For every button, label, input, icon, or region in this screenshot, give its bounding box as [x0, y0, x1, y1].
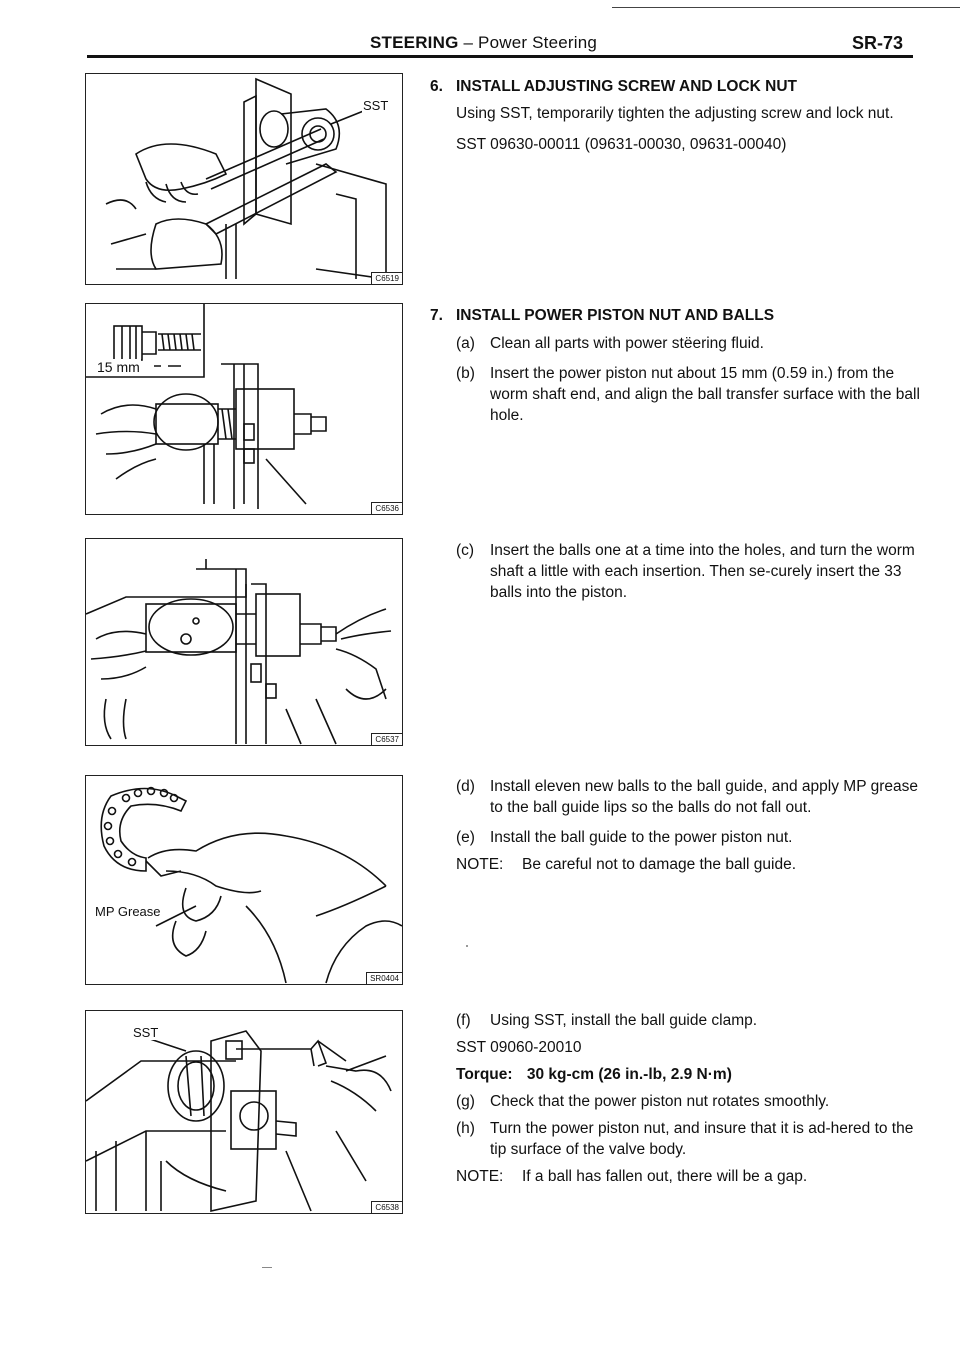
figure-ball-guide-clamp: SST C6538	[85, 1010, 403, 1214]
figure-adjusting-screw: SST C6519	[85, 73, 403, 285]
step-title: INSTALL ADJUSTING SCREW AND LOCK NUT	[456, 78, 797, 95]
sub-text: Check that the power piston nut rotates …	[490, 1093, 830, 1110]
sub-tag: (c)	[456, 542, 475, 559]
step-7c-block: (c) Insert the balls one at a time into t…	[430, 540, 920, 603]
step-number: 6.	[430, 78, 443, 95]
note-label: NOTE:	[456, 1168, 504, 1185]
step-7h: (h) Turn the power piston nut, and insure…	[456, 1118, 920, 1160]
sub-text: Insert the balls one at a time into the …	[490, 542, 915, 601]
header-rule	[87, 55, 913, 58]
step-7b: (b) Insert the power piston nut about 15 …	[456, 363, 920, 426]
note-ball-guide: NOTE: Be careful not to damage the ball g…	[456, 854, 920, 875]
step-6: 6. INSTALL ADJUSTING SCREW AND LOCK NUT U…	[430, 76, 920, 155]
sub-text: Turn the power piston nut, and insure th…	[490, 1120, 914, 1158]
figure-code: C6538	[371, 1201, 402, 1213]
figure-piston-nut-15mm: 15 mm C6536	[85, 303, 403, 515]
note-text: Be careful not to damage the ball guide.	[522, 856, 797, 873]
step-7c: (c) Insert the balls one at a time into t…	[456, 540, 920, 603]
step-7f-sst: SST 09060-20010	[456, 1039, 582, 1056]
top-rule	[612, 7, 960, 8]
step-6-heading: 6. INSTALL ADJUSTING SCREW AND LOCK NUT	[430, 76, 920, 97]
step-7f: (f) Using SST, install the ball guide cla…	[456, 1010, 920, 1031]
page-header-title: STEERING – Power Steering	[370, 33, 597, 53]
step-7g: (g) Check that the power piston nut rotat…	[456, 1091, 920, 1112]
figure-code: C6519	[371, 272, 402, 284]
illustration-piston-nut	[86, 304, 327, 509]
step-7a: (a) Clean all parts with power stëering f…	[456, 333, 920, 354]
illustration-ball-guide-clamp	[86, 1030, 392, 1212]
header-section: STEERING	[370, 33, 459, 52]
figure-code: C6537	[371, 733, 402, 745]
illustration-ball-guide	[100, 786, 402, 984]
torque-label: Torque:	[456, 1066, 513, 1083]
sub-text: Install the ball guide to the power pist…	[490, 829, 793, 846]
step-7e: (e) Install the ball guide to the power p…	[456, 827, 920, 848]
step-7-heading: 7. INSTALL POWER PISTON NUT AND BALLS	[430, 305, 920, 326]
sub-tag: (e)	[456, 829, 475, 846]
header-subsection: Power Steering	[478, 33, 598, 52]
step-7f-block: (f) Using SST, install the ball guide cla…	[430, 1010, 920, 1187]
torque-value: 30 kg-cm (26 in.-lb, 2.9 N·m)	[526, 1066, 732, 1083]
illustration-insert-balls	[86, 559, 392, 745]
step-7d: (d) Install eleven new balls to the ball …	[456, 776, 920, 818]
step-7d-block: (d) Install eleven new balls to the ball …	[430, 776, 920, 875]
stray-mark	[466, 945, 468, 947]
sub-tag: (g)	[456, 1093, 475, 1110]
figure-code: SR0404	[366, 972, 402, 984]
torque-spec: Torque: 30 kg-cm (26 in.-lb, 2.9 N·m)	[456, 1064, 920, 1085]
label-sst: SST	[362, 98, 390, 113]
step-number: 7.	[430, 307, 443, 324]
sub-tag: (b)	[456, 365, 475, 382]
sub-tag: (a)	[456, 335, 475, 352]
header-dash: –	[458, 33, 479, 52]
sub-text: Install eleven new balls to the ball gui…	[490, 778, 918, 816]
figure-code: C6536	[371, 502, 402, 514]
sub-tag: (f)	[456, 1012, 471, 1029]
sub-tag: (h)	[456, 1120, 475, 1137]
step-title: INSTALL POWER PISTON NUT AND BALLS	[456, 307, 775, 324]
label-sst: SST	[132, 1025, 160, 1040]
note-text: If a ball has fallen out, there will be …	[522, 1168, 808, 1185]
page-number: SR-73	[852, 33, 904, 53]
illustration-adjusting-screw	[105, 77, 387, 280]
step-6-sst: SST 09630-00011 (09631-00030, 09631-0004…	[456, 136, 787, 153]
sub-text: Using SST, install the ball guide clamp.	[490, 1012, 758, 1029]
sub-tag: (d)	[456, 778, 475, 795]
step-6-text: Using SST, temporarily tighten the adjus…	[456, 105, 894, 122]
figure-ball-guide-grease: MP Grease SR0404	[85, 775, 403, 985]
sub-text: Clean all parts with power stëering flui…	[490, 335, 764, 352]
figure-insert-balls: C6537	[85, 538, 403, 746]
sub-text: Insert the power piston nut about 15 mm …	[490, 365, 920, 424]
label-15mm: 15 mm	[96, 359, 141, 375]
note-ball-gap: NOTE: If a ball has fallen out, there wil…	[456, 1166, 920, 1187]
footer-mark	[262, 1267, 272, 1268]
label-mp-grease: MP Grease	[94, 904, 162, 919]
step-7: 7. INSTALL POWER PISTON NUT AND BALLS (a)…	[430, 305, 920, 426]
note-label: NOTE:	[456, 856, 504, 873]
